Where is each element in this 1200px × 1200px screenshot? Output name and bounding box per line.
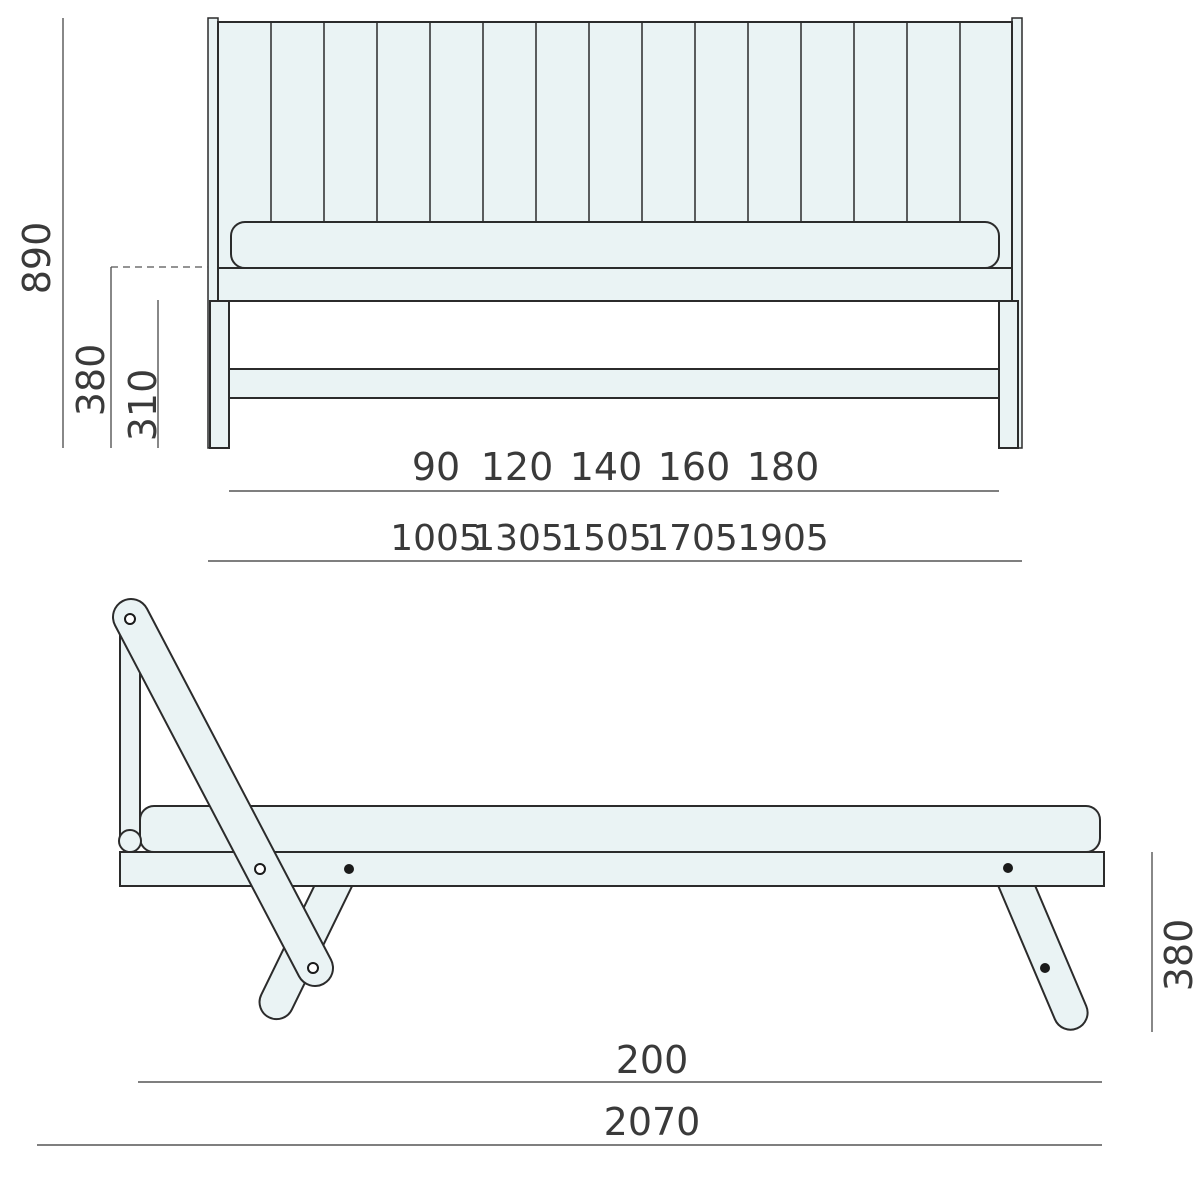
side-height-label: 380 xyxy=(1157,919,1200,992)
pin-top xyxy=(124,613,136,625)
overall-length-label: 2070 xyxy=(604,1100,701,1144)
side-view xyxy=(112,598,1105,1031)
front-right-leg xyxy=(998,300,1019,449)
front-left-leg xyxy=(209,300,230,449)
mattress-width-value: 180 xyxy=(747,445,820,489)
front-stretcher xyxy=(228,368,1000,399)
front-width-dimensions: 90 120 140 160 180 1005 1305 1505 1705 1… xyxy=(208,445,1022,562)
mattress-width-row: 90 120 140 160 180 xyxy=(412,445,819,489)
front-height-dimensions: 890 380 310 xyxy=(15,18,208,448)
side-dimensions: 200 2070 380 xyxy=(37,852,1200,1146)
total-height-label: 890 xyxy=(15,222,59,295)
side-mattress xyxy=(139,805,1101,853)
frame-height-label: 380 xyxy=(69,344,113,417)
front-view xyxy=(207,17,1023,449)
front-frame-rail xyxy=(217,267,1013,302)
pin-bottom xyxy=(307,962,319,974)
rail-height-label: 310 xyxy=(121,369,165,442)
front-mattress xyxy=(230,221,1000,269)
mattress-length-label: 200 xyxy=(616,1038,689,1082)
pin-rear-leg xyxy=(344,864,354,874)
overall-width-value: 1905 xyxy=(737,518,829,559)
mattress-width-value: 90 xyxy=(412,445,460,489)
overall-width-value: 1305 xyxy=(472,518,564,559)
pin-foot-leg-bottom xyxy=(1040,963,1050,973)
mattress-width-value: 160 xyxy=(658,445,731,489)
overall-width-value: 1005 xyxy=(390,518,482,559)
pin-middle xyxy=(254,863,266,875)
overall-width-value: 1505 xyxy=(560,518,652,559)
overall-width-value: 1705 xyxy=(646,518,738,559)
headboard-slat-lines xyxy=(270,22,961,225)
overall-width-row: 1005 1305 1505 1705 1905 xyxy=(390,518,829,559)
bolster-roll xyxy=(118,829,142,853)
pin-foot-leg-top xyxy=(1003,863,1013,873)
mattress-width-value: 120 xyxy=(481,445,554,489)
mattress-width-value: 140 xyxy=(570,445,643,489)
head-support xyxy=(114,600,332,985)
